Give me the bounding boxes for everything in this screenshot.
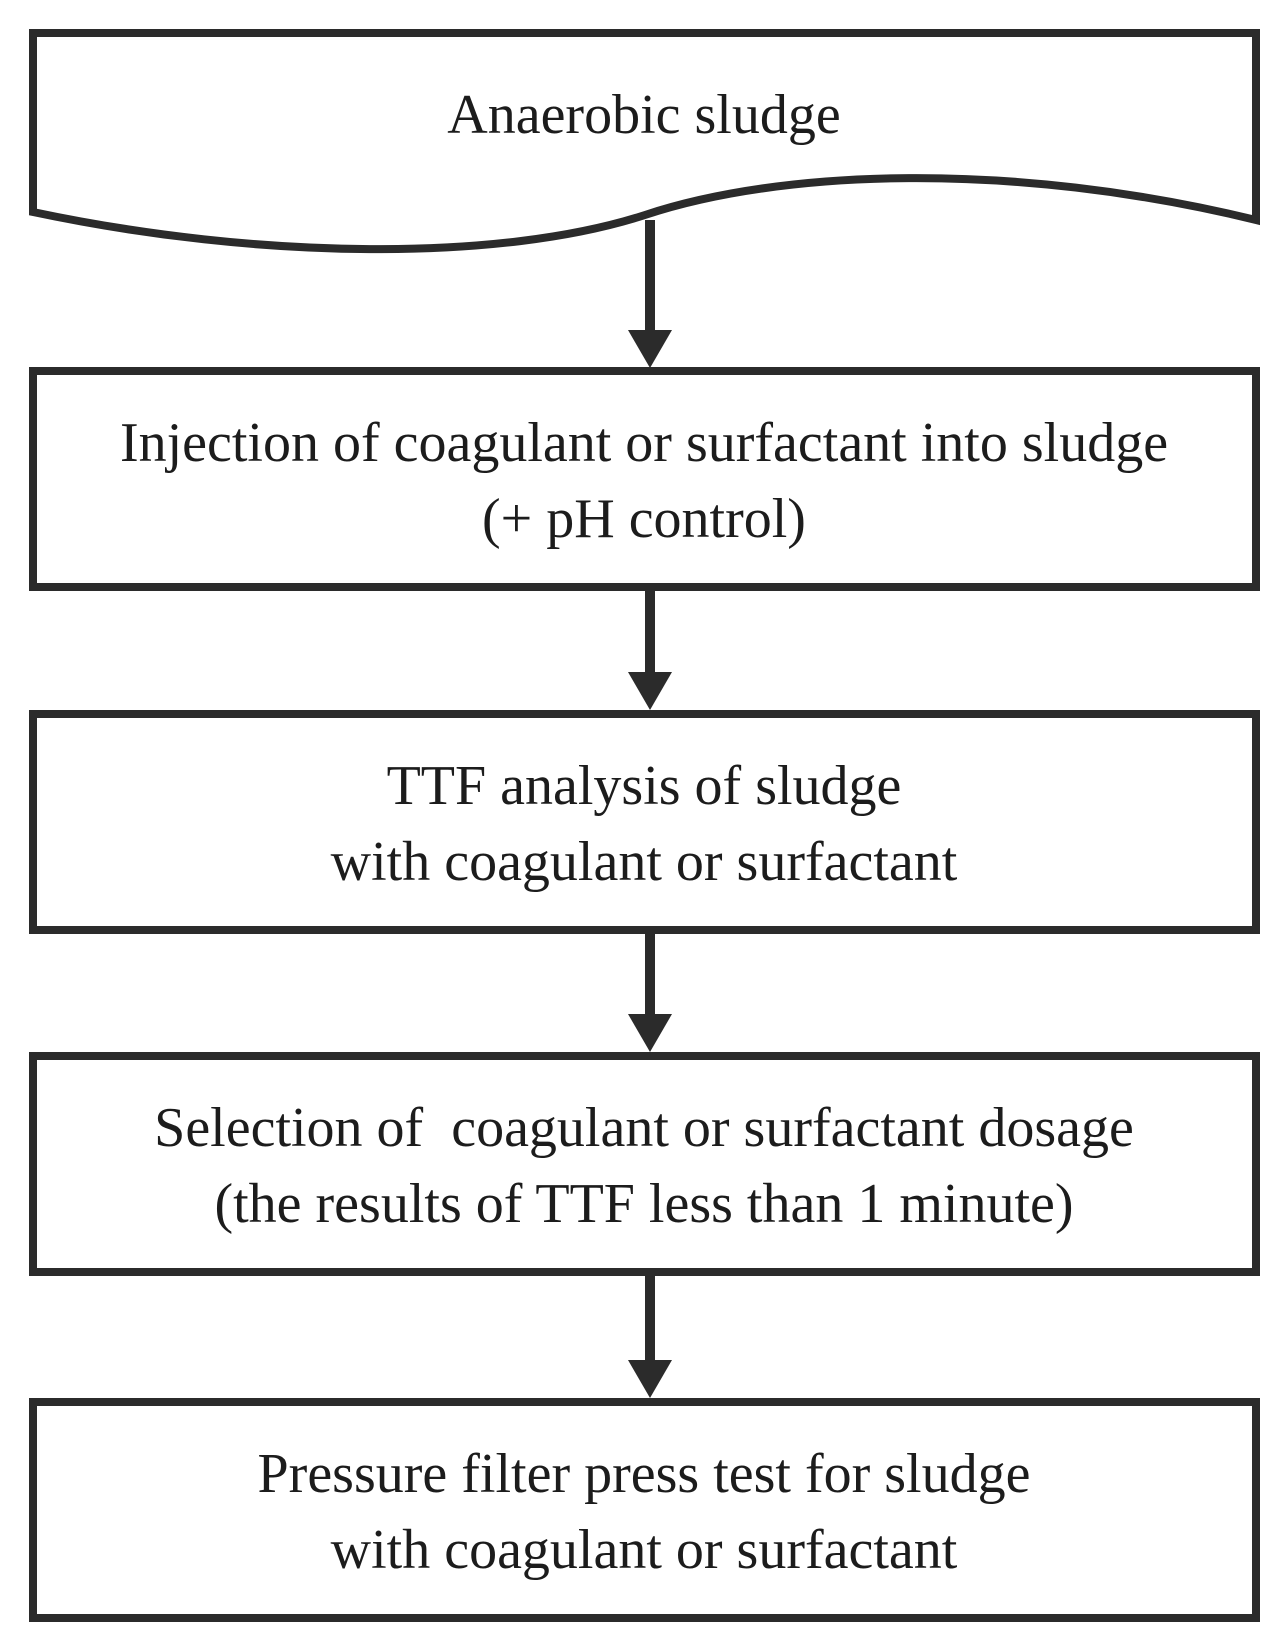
step-4-label: Selection of coagulant or surfactant dos… [40, 1090, 1248, 1242]
step-4-line-1: Selection of coagulant or surfactant dos… [154, 1097, 1134, 1159]
step-1-line-1: Anaerobic sludge [447, 84, 841, 146]
arrow-1 [628, 220, 672, 368]
step-5-label: Pressure filter press test for sludge wi… [40, 1436, 1248, 1588]
arrow-2 [628, 591, 672, 710]
arrow-3 [628, 934, 672, 1052]
step-4-box [29, 1052, 1260, 1276]
step-2-line-2: (+ pH control) [482, 488, 806, 550]
step-3-box [29, 710, 1260, 934]
step-3-label: TTF analysis of sludge with coagulant or… [40, 748, 1248, 900]
step-1-document-shape [29, 29, 1260, 254]
step-3-line-1: TTF analysis of sludge [386, 755, 902, 817]
step-1-label: Anaerobic sludge [40, 77, 1248, 153]
step-2-box [29, 367, 1260, 591]
step-5-line-2: with coagulant or surfactant [330, 1519, 958, 1581]
step-5-box [29, 1398, 1260, 1622]
step-2-label: Injection of coagulant or surfactant int… [40, 405, 1248, 557]
step-5-line-1: Pressure filter press test for sludge [257, 1443, 1031, 1505]
step-4-line-2: (the results of TTF less than 1 minute) [214, 1173, 1074, 1235]
arrow-4 [628, 1276, 672, 1398]
step-3-line-2: with coagulant or surfactant [330, 831, 958, 893]
step-2-line-1: Injection of coagulant or surfactant int… [119, 412, 1169, 474]
